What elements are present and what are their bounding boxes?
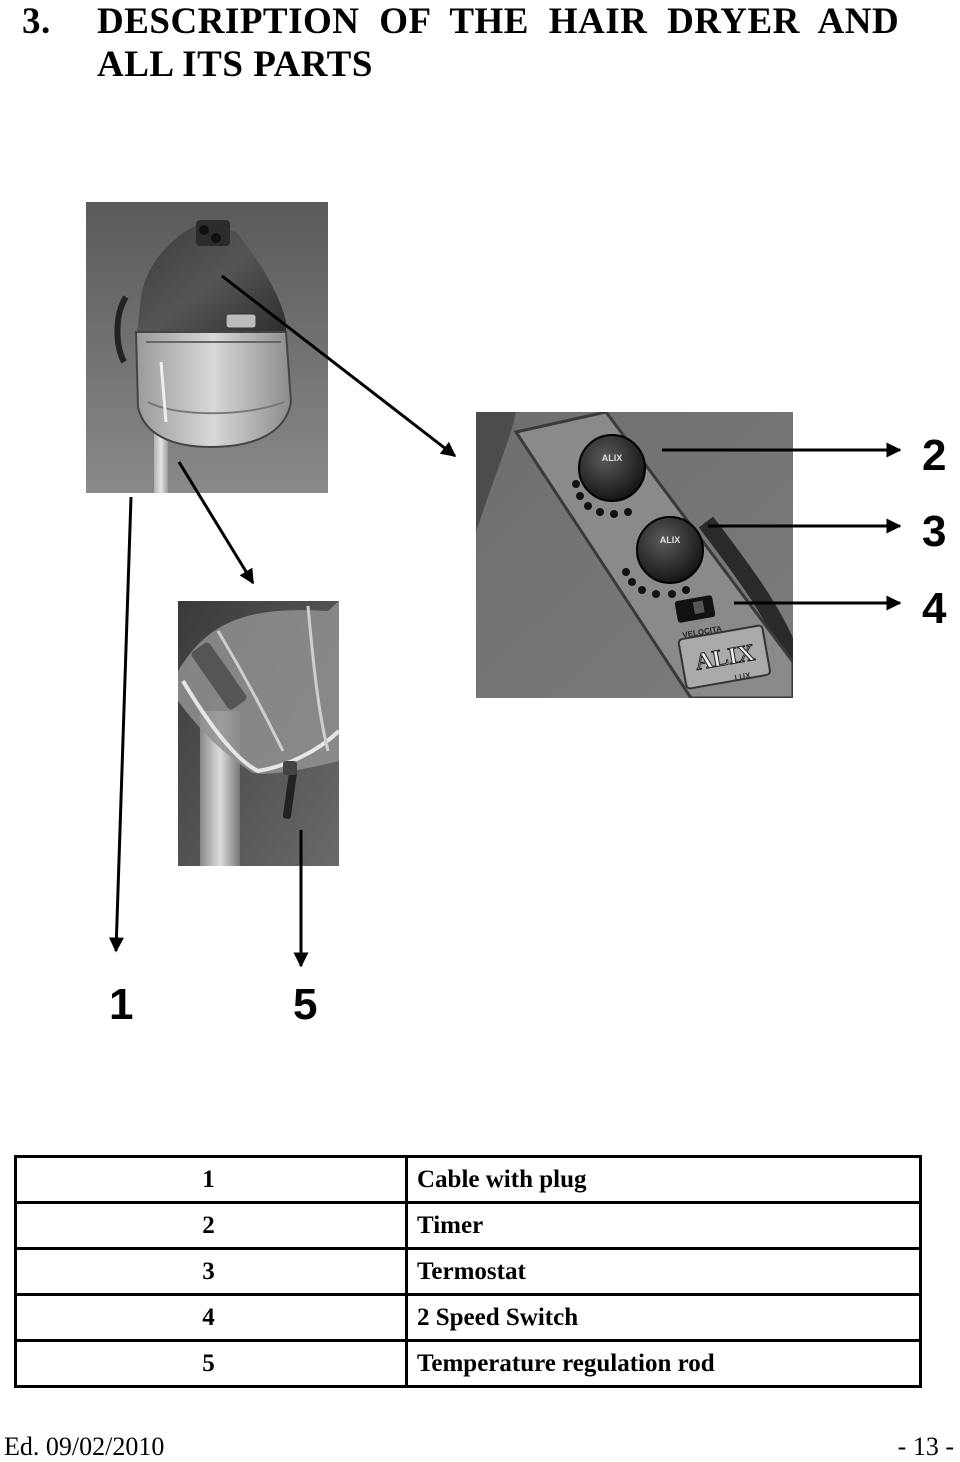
part-description: Temperature regulation rod: [407, 1341, 921, 1387]
part-description: Cable with plug: [407, 1157, 921, 1203]
part-number: 2: [16, 1203, 407, 1249]
table-row: 5 Temperature regulation rod: [16, 1341, 921, 1387]
parts-table: 1 Cable with plug 2 Timer 3 Termostat 4 …: [14, 1155, 922, 1388]
part-description: Termostat: [407, 1249, 921, 1295]
callout-number-1: 1: [109, 983, 133, 1027]
callout-number-3: 3: [922, 510, 946, 554]
part-number: 5: [16, 1341, 407, 1387]
callout-number-4: 4: [922, 587, 946, 631]
part-description: 2 Speed Switch: [407, 1295, 921, 1341]
callout-arrows: [0, 0, 960, 1100]
table-row: 4 2 Speed Switch: [16, 1295, 921, 1341]
arrow-to-panel-closeup: [222, 276, 455, 456]
arrow-to-rod-closeup: [179, 462, 253, 583]
part-number: 3: [16, 1249, 407, 1295]
part-number: 4: [16, 1295, 407, 1341]
callout-number-5: 5: [293, 983, 317, 1027]
part-number: 1: [16, 1157, 407, 1203]
callout-number-2: 2: [922, 434, 946, 478]
part-description: Timer: [407, 1203, 921, 1249]
table-row: 3 Termostat: [16, 1249, 921, 1295]
table-row: 2 Timer: [16, 1203, 921, 1249]
table-row: 1 Cable with plug: [16, 1157, 921, 1203]
arrow-to-cable: [116, 497, 131, 951]
